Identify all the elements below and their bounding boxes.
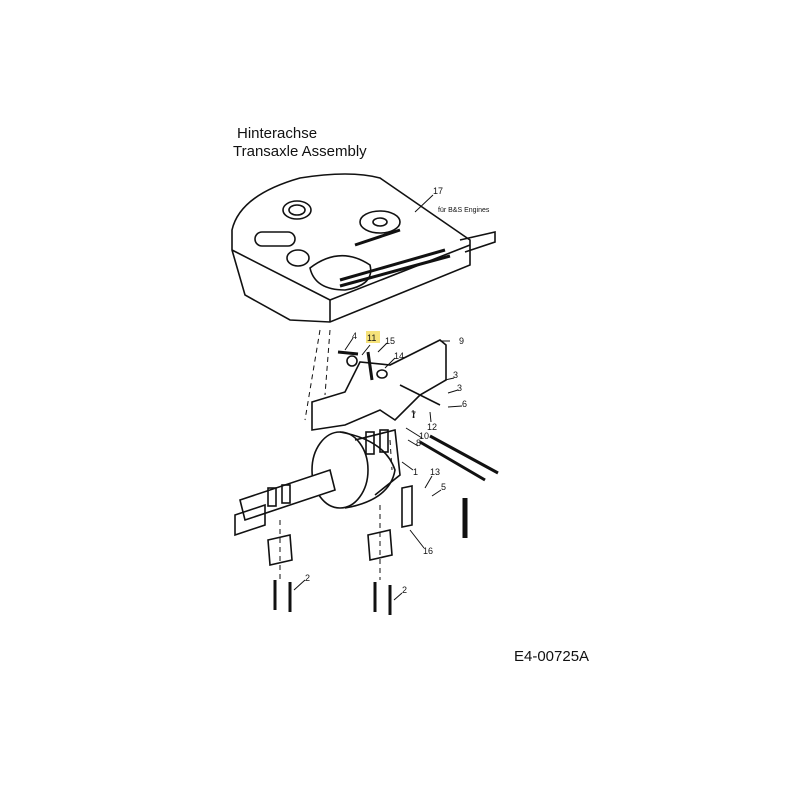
- leader-lines: [293, 194, 463, 601]
- mount-bracket-left[interactable]: [267, 534, 293, 566]
- highlight-part-11: [366, 331, 380, 343]
- callout-10: 10: [419, 431, 429, 441]
- frame-plate-17[interactable]: [231, 173, 496, 323]
- transaxle-body[interactable]: [234, 429, 401, 537]
- callout-17: 17: [433, 186, 443, 196]
- callout-2a: 2: [305, 573, 310, 583]
- callout-15: 15: [385, 336, 395, 346]
- assembly-lines: [279, 329, 393, 580]
- callout-2b: 2: [402, 585, 407, 595]
- callout-5: 5: [441, 482, 446, 492]
- callout-13: 13: [430, 467, 440, 477]
- callout-3a: 3: [453, 370, 458, 380]
- callout-8: 8: [416, 438, 421, 448]
- callout-7: 7: [411, 410, 416, 420]
- callout-4: 4: [352, 331, 357, 341]
- spacer-14[interactable]: [376, 369, 388, 379]
- drawing-code: E4-00725A: [514, 648, 590, 665]
- bracket-16[interactable]: [401, 485, 413, 528]
- callout-11[interactable]: 11: [367, 333, 376, 343]
- callout-9: 9: [459, 336, 464, 346]
- bolts-2[interactable]: [273, 580, 392, 615]
- rod: [419, 434, 499, 482]
- callout-6: 6: [462, 399, 467, 409]
- callout-16: 16: [423, 546, 433, 556]
- callout-1: 1: [413, 467, 418, 477]
- pin-15[interactable]: [366, 351, 374, 381]
- callout-14: 14: [394, 351, 404, 361]
- mount-bracket-right[interactable]: [367, 529, 393, 561]
- title-german: Hinterachse: [237, 125, 318, 142]
- title-english: Transaxle Assembly: [233, 143, 367, 160]
- note-bs-engines: für B&S Engines: [438, 207, 490, 214]
- callout-3b: 3: [457, 383, 462, 393]
- bolt-4[interactable]: [337, 350, 359, 367]
- bracket-9[interactable]: [311, 339, 447, 431]
- callout-12: 12: [427, 422, 437, 432]
